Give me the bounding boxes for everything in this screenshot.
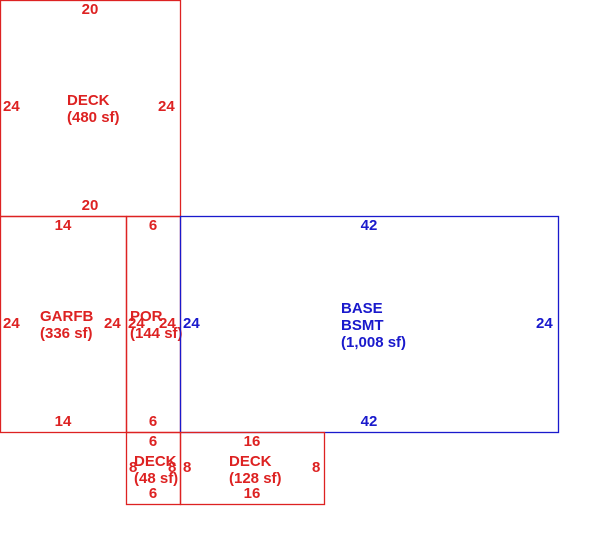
dim-top-base: 42	[361, 217, 378, 234]
area-size-deck-48: (48 sf)	[134, 470, 178, 487]
dim-left-deck-48: 8	[129, 459, 137, 476]
dim-right-garfb: 24	[104, 315, 121, 332]
area-base-bsmt: 42 42 24 24 BASE BSMT (1,008 sf)	[179, 215, 560, 434]
dim-right-deck-480: 24	[158, 98, 175, 115]
dim-top-por: 6	[149, 217, 157, 234]
dim-bottom-por: 6	[149, 413, 157, 430]
dim-left-garfb: 24	[3, 315, 20, 332]
dim-right-por: 24	[159, 315, 176, 332]
dim-right-deck-48: 8	[168, 459, 176, 476]
area-garfb: 14 14 24 24 GARFB (336 sf)	[0, 215, 128, 434]
area-code-base: BASE	[341, 300, 383, 317]
dim-bottom-base: 42	[361, 413, 378, 430]
dim-bottom-deck-480: 20	[82, 197, 99, 214]
area-code-deck-480: DECK	[67, 92, 110, 109]
dim-bottom-deck-128: 16	[244, 485, 261, 502]
base-bsmt-outline	[179, 215, 560, 434]
area-code-deck-128: DECK	[229, 453, 272, 470]
area-deck-48: 6 6 8 8 DECK (48 sf)	[125, 431, 182, 506]
dim-left-deck-480: 24	[3, 98, 20, 115]
dim-left-deck-128: 8	[183, 459, 191, 476]
area-size-garfb: (336 sf)	[40, 325, 93, 342]
area-size-deck-480: (480 sf)	[67, 109, 120, 126]
dim-top-deck-480: 20	[82, 1, 99, 18]
area-por: 6 6 24 24 POR (144 sf)	[125, 215, 183, 434]
dim-left-base: 24	[183, 315, 200, 332]
area-code-deck-48: DECK	[134, 453, 177, 470]
area-subcode-bsmt: BSMT	[341, 317, 384, 334]
dim-top-garfb: 14	[55, 217, 72, 234]
dim-top-deck-128: 16	[244, 433, 261, 450]
dim-bottom-garfb: 14	[55, 413, 72, 430]
area-deck-128: 16 16 8 8 DECK (128 sf)	[179, 431, 326, 506]
area-deck-480: 20 20 24 24 DECK (480 sf)	[0, 0, 182, 218]
area-size-deck-128: (128 sf)	[229, 470, 282, 487]
dim-top-deck-48: 6	[149, 433, 157, 450]
dim-right-deck-128: 8	[312, 459, 320, 476]
area-size-por: (144 sf)	[130, 325, 183, 342]
deck-128-outline	[179, 431, 326, 506]
area-code-garfb: GARFB	[40, 308, 93, 325]
dim-bottom-deck-48: 6	[149, 485, 157, 502]
area-code-por: POR	[130, 308, 163, 325]
dim-right-base: 24	[536, 315, 553, 332]
area-size-base: (1,008 sf)	[341, 334, 406, 351]
dim-left-por: 24	[128, 315, 145, 332]
